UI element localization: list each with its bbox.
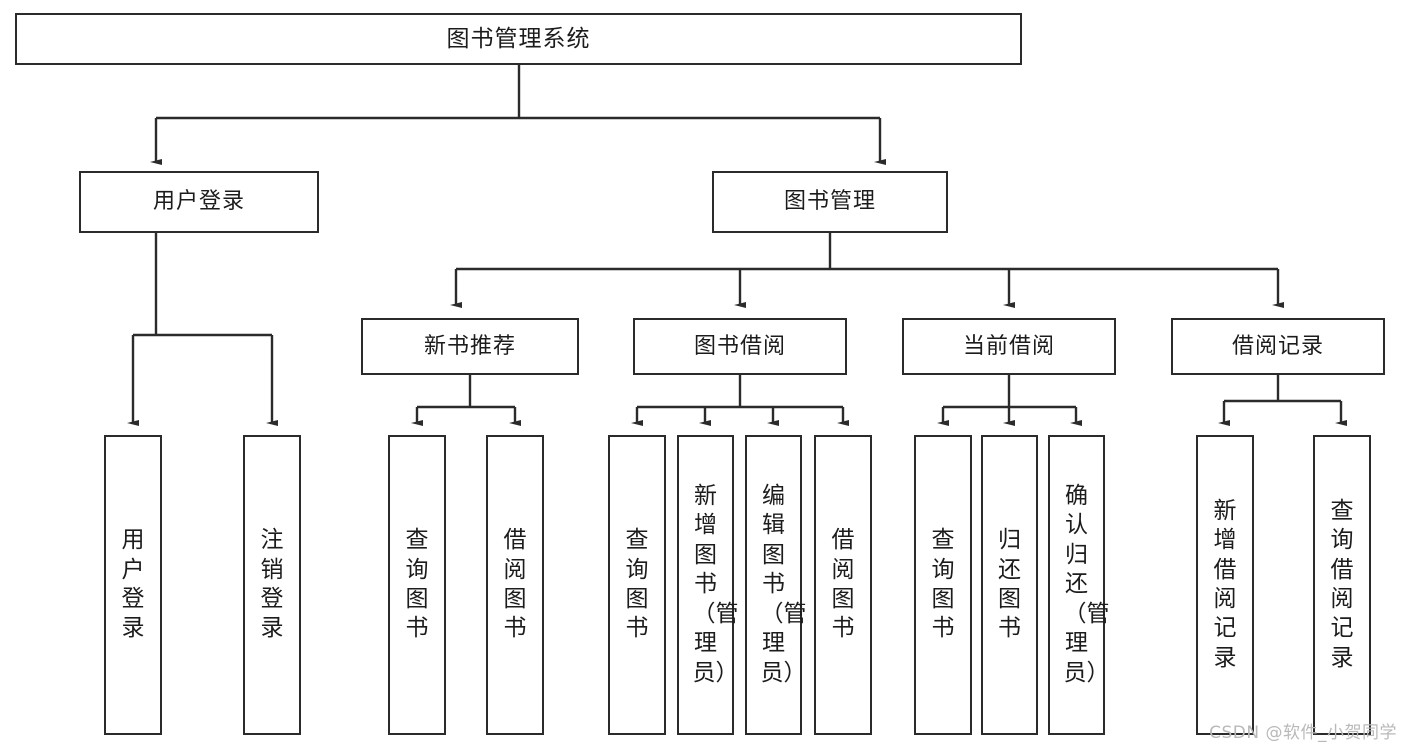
csdn-watermark: CSDN @软件_小贺同学	[1209, 723, 1397, 743]
node-book-management-system[interactable]: 图书管理系统	[15, 13, 1022, 65]
node-leaf-confirm-return[interactable]: 确认归还（管理员）	[1048, 435, 1110, 735]
node-borrow-record[interactable]: 借阅记录	[1171, 318, 1385, 375]
node-label: 查询图书	[405, 527, 429, 642]
node-leaf-logout[interactable]: 注销登录	[243, 435, 301, 735]
node-label: 借阅图书	[503, 527, 527, 642]
node-label: 确认归还（管理员）	[1063, 482, 1110, 686]
node-leaf-edit-book[interactable]: 编辑图书（管理员）	[745, 435, 807, 735]
node-label: 借阅图书	[831, 527, 855, 642]
node-leaf-query-book-2[interactable]: 查询图书	[608, 435, 666, 735]
node-label: 查询图书	[625, 527, 649, 642]
node-label: 用户登录	[121, 527, 145, 642]
node-label: 新增图书（管理员）	[692, 482, 739, 686]
node-leaf-query-book-3[interactable]: 查询图书	[914, 435, 972, 735]
node-label: 注销登录	[260, 527, 284, 642]
node-leaf-add-book[interactable]: 新增图书（管理员）	[677, 435, 739, 735]
node-label: 图书管理	[783, 189, 876, 214]
node-label: 新增借阅记录	[1213, 497, 1237, 671]
node-leaf-query-book-1[interactable]: 查询图书	[388, 435, 446, 735]
node-label: 新书推荐	[423, 333, 516, 359]
node-current-borrow[interactable]: 当前借阅	[902, 318, 1116, 375]
node-leaf-return-book[interactable]: 归还图书	[981, 435, 1038, 735]
node-leaf-add-record[interactable]: 新增借阅记录	[1196, 435, 1254, 735]
node-new-book-recommend[interactable]: 新书推荐	[361, 318, 579, 375]
node-label: 当前借阅	[962, 333, 1055, 359]
node-leaf-borrow-book-2[interactable]: 借阅图书	[814, 435, 872, 735]
node-book-borrow[interactable]: 图书借阅	[633, 318, 847, 375]
node-label: 查询借阅记录	[1330, 497, 1354, 671]
node-label: 查询图书	[931, 527, 955, 642]
node-user-login[interactable]: 用户登录	[79, 171, 319, 233]
node-label: 借阅记录	[1231, 333, 1324, 359]
node-leaf-query-record[interactable]: 查询借阅记录	[1313, 435, 1371, 735]
node-label: 归还图书	[998, 527, 1021, 642]
node-label: 用户登录	[152, 189, 245, 214]
node-leaf-borrow-book-1[interactable]: 借阅图书	[486, 435, 544, 735]
node-label: 编辑图书（管理员）	[760, 482, 807, 686]
node-label: 图书管理系统	[446, 25, 591, 52]
node-label: 图书借阅	[693, 333, 786, 359]
node-leaf-user-login[interactable]: 用户登录	[104, 435, 162, 735]
node-book-management[interactable]: 图书管理	[712, 171, 948, 233]
